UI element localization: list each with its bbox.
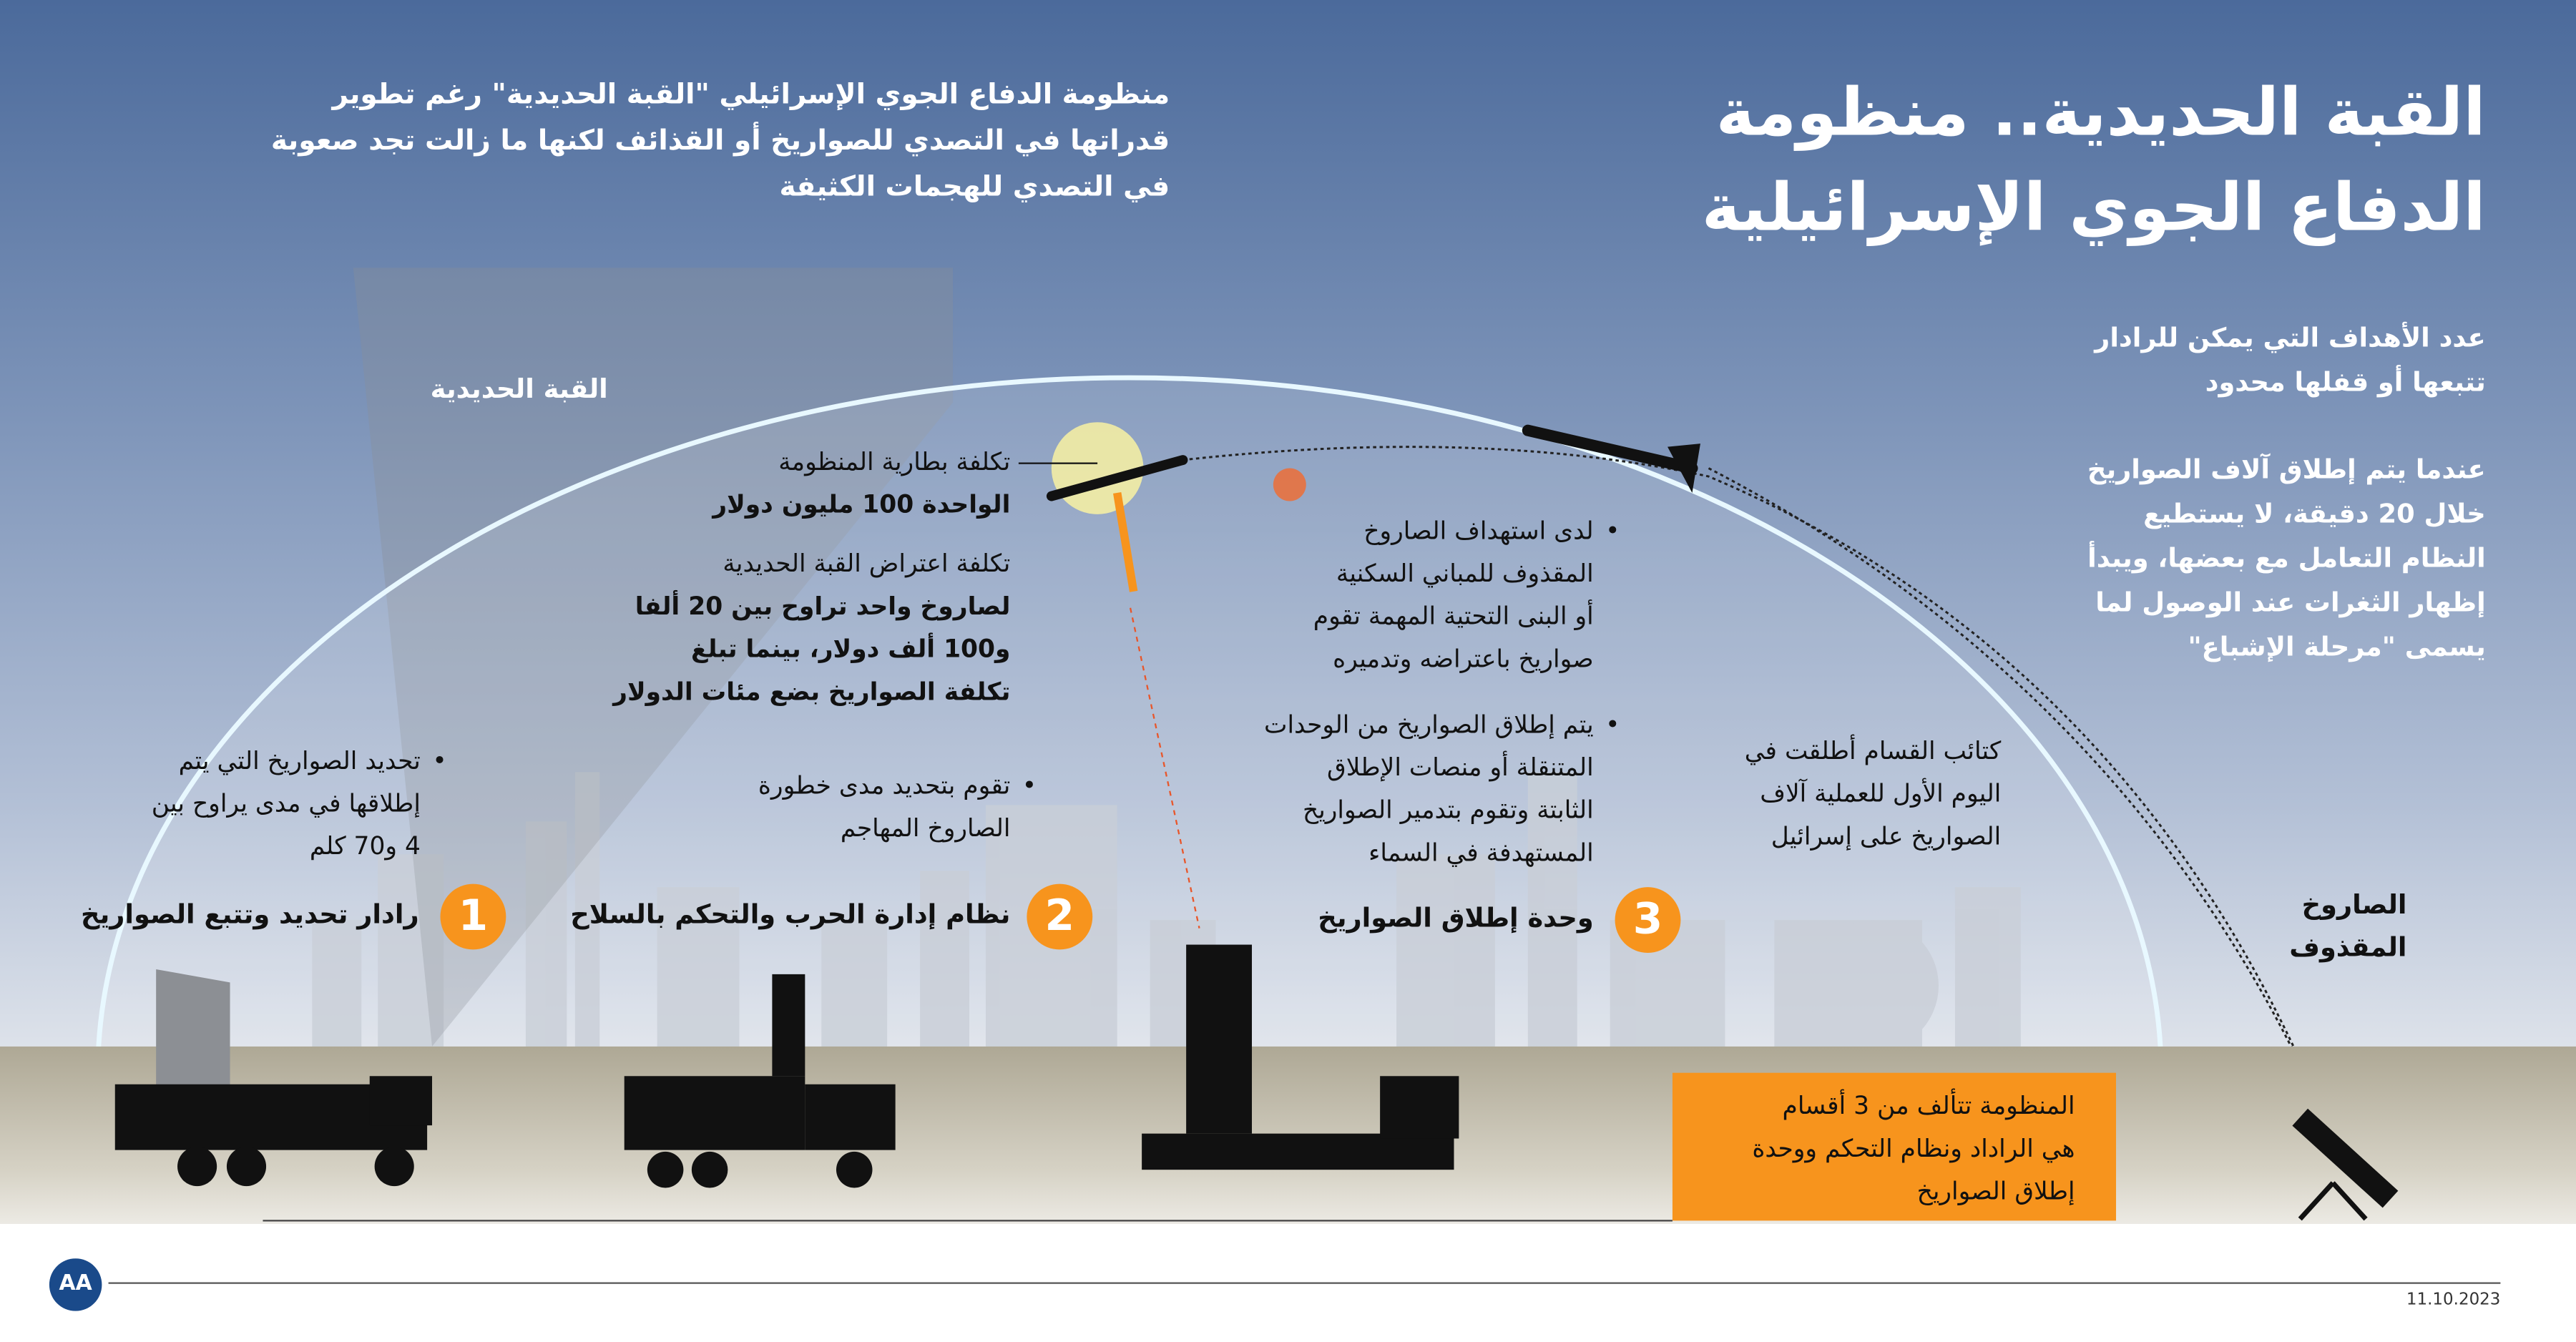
- intro-text: منظومة الدفاع الجوي الإسرائيلي "القبة ال…: [271, 72, 1170, 210]
- title-line: القبة الحديدية.. منظومة: [1715, 75, 2486, 152]
- qassam-note: كتائب القسام أطلقت في اليوم الأول للعملية…: [1745, 730, 2001, 858]
- note-line: 4 و70 كلم: [309, 831, 421, 861]
- intro-line: منظومة الدفاع الجوي الإسرائيلي "القبة ال…: [332, 79, 1170, 112]
- note-line: خلال 20 دقيقة، لا يستطيع: [2143, 497, 2486, 529]
- trajectory-line: [1182, 446, 2326, 1118]
- dome-label: القبة الحديدية: [430, 373, 608, 404]
- note-line: تقوم بتحديد مدى خطورة: [758, 770, 1011, 800]
- battery-cost: تكلفة بطارية المنظومة الواحدة 100 مليون د…: [712, 440, 1010, 525]
- summary-line: هي الراداد ونظام التحكم ووحدة: [1752, 1133, 2075, 1163]
- note-line: أو البنى التحتية المهمة تقوم: [1313, 601, 1594, 631]
- note-line: تكلفة بطارية المنظومة: [778, 446, 1011, 477]
- note-line: لدى استهداف الصاروخ: [1363, 516, 1594, 546]
- rocket-launcher-icon: [2292, 1108, 2399, 1221]
- section-badge-1: 1: [440, 883, 506, 950]
- interceptor-icon: [1113, 492, 1138, 592]
- summary-line: المنظومة تتألف من 3 أقسام: [1782, 1090, 2075, 1121]
- note-line: تحديد الصواريخ التي يتم: [178, 745, 421, 775]
- radar-truck-icon: [114, 969, 433, 1187]
- section-label-launcher: وحدة إطلاق الصواريخ: [1318, 901, 1594, 934]
- bms-note: تقوم بتحديد مدى خطورة الصاروخ المهاجم: [758, 764, 1036, 849]
- note-line: يتم إطلاق الصواريخ من الوحدات: [1264, 710, 1594, 740]
- note-line: تكلفة الصواريخ بضع مئات الدولار: [613, 677, 1011, 707]
- note-line: تتبعها أو قفلها محدود: [2205, 366, 2486, 398]
- rocket-icon: [1046, 455, 1188, 501]
- summary-text: المنظومة تتألف من 3 أقسام هي الراداد ونظا…: [1752, 1084, 2075, 1213]
- section-label-bms: نظام إدارة الحرب والتحكم بالسلاح: [570, 898, 1011, 930]
- note-line: اليوم الأول للعملية آلاف: [1760, 778, 2002, 808]
- intro-line: في التصدي للهجمات الكثيفة: [779, 170, 1170, 204]
- note-line: إظهار الثغرات عند الوصول لما: [2095, 586, 2486, 618]
- saturation-note: عندما يتم إطلاق آلاف الصواريخ خلال 20 دقي…: [2087, 447, 2486, 669]
- launcher-icon: [1142, 944, 1459, 1170]
- label-line: الصاروخ: [2301, 888, 2407, 921]
- date-label: 11.10.2023: [2406, 1291, 2501, 1310]
- projectile-label: الصاروخ المقذوف: [2289, 884, 2406, 969]
- note-line: صواريخ باعتراضه وتدميره: [1333, 644, 1594, 674]
- note-line: عدد الأهداف التي يمكن للرادار: [2095, 322, 2486, 353]
- intro-line: قدراتها في التصدي للصواريخ أو القذائف لك…: [270, 124, 1170, 158]
- summary-line: إطلاق الصواريخ: [1916, 1176, 2075, 1206]
- note-line: المستهدفة في السماء: [1368, 838, 1594, 868]
- radar-beam: [353, 268, 954, 1047]
- trajectory-line: [1708, 467, 2326, 1118]
- intercept-cost: تكلفة اعتراض القبة الحديدية لصاروخ واحد ت…: [613, 542, 1010, 713]
- note-line: عندما يتم إطلاق آلاف الصواريخ: [2087, 453, 2486, 485]
- note-line: لصاروخ واحد تراوح بين 20 ألفا: [635, 591, 1011, 622]
- label-line: المقذوف: [2289, 931, 2407, 963]
- note-line: يسمى "مرحلة الإشباع": [2188, 630, 2486, 662]
- note-line: كتائب القسام أطلقت في: [1744, 735, 2002, 766]
- section-badge-2: 2: [1027, 883, 1093, 950]
- note-line: المقذوف للمباني السكنية: [1336, 558, 1594, 589]
- note-line: المتنقلة أو منصات الإطلاق: [1326, 752, 1594, 783]
- note-line: إطلاقها في مدى يراوح بين: [151, 788, 421, 818]
- launcher-note-1: لدى استهداف الصاروخ المقذوف للمباني السكن…: [1313, 509, 1620, 680]
- note-line: الواحدة 100 مليون دولار: [712, 489, 1011, 519]
- enemy-rocket-icon: [1522, 424, 1700, 493]
- debris-icon: [1273, 468, 1306, 501]
- page-title: القبة الحديدية.. منظومة الدفاع الجوي الإس…: [1702, 66, 2486, 256]
- note-line: تكلفة اعتراض القبة الحديدية: [723, 549, 1011, 579]
- note-line: و100 ألف دولار، بينما تبلغ: [690, 634, 1011, 664]
- section-label-radar: رادار تحديد وتتبع الصواريخ: [80, 898, 419, 930]
- radar-note: تحديد الصواريخ التي يتم إطلاقها في مدى ير…: [151, 739, 446, 867]
- dome-arc: [96, 375, 2163, 1047]
- aa-logo: AA: [49, 1258, 102, 1311]
- targets-note: عدد الأهداف التي يمكن للرادار تتبعها أو ق…: [2095, 315, 2486, 404]
- section-badge-3: 3: [1615, 887, 1681, 954]
- note-line: النظام التعامل مع بعضها، ويبدأ: [2087, 542, 2486, 574]
- note-line: الصاروخ المهاجم: [840, 813, 1011, 843]
- note-line: الصواريخ على إسرائيل: [1771, 821, 2002, 851]
- city-skyline: [312, 772, 2021, 1052]
- title-line: الدفاع الجوي الإسرائيلية: [1701, 170, 2486, 247]
- command-truck-icon: [624, 974, 896, 1188]
- summary-box: [1672, 1072, 2117, 1221]
- launcher-note-2: يتم إطلاق الصواريخ من الوحدات المتنقلة أو…: [1264, 703, 1619, 874]
- note-line: الثابتة وتقوم بتدمير الصواريخ: [1302, 795, 1594, 825]
